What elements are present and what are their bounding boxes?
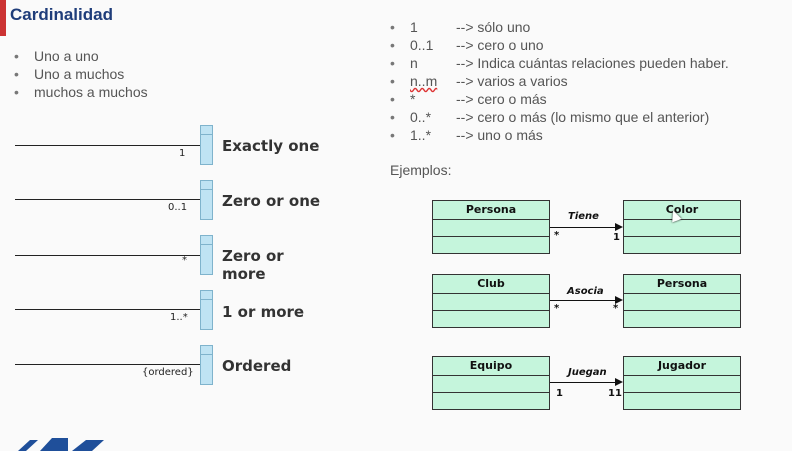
class-methods [433, 311, 549, 327]
class-methods [433, 393, 549, 409]
cardinality-row: * Zero or more [0, 235, 330, 283]
legend-item: •n--> Indica cuántas relaciones pueden h… [390, 55, 729, 71]
cardinality-label: Zero or more [222, 247, 284, 283]
multiplicity-label: 1..* [170, 312, 188, 323]
uml-class-box: Persona [623, 274, 741, 328]
association-line [15, 145, 200, 146]
uml-class-box: Club [432, 274, 550, 328]
uml-class-box: Jugador [623, 356, 741, 410]
multiplicity-label: 1 [613, 232, 620, 243]
class-attributes [624, 220, 740, 237]
class-name: Persona [624, 275, 740, 294]
class-name: Club [433, 275, 549, 294]
class-methods [624, 393, 740, 409]
class-name: Persona [433, 201, 549, 220]
uml-class-box: Persona [432, 200, 550, 254]
topic-item: •muchos a muchos [14, 84, 148, 100]
association-end-box [200, 180, 213, 220]
class-attributes [624, 294, 740, 311]
topic-item: •Uno a uno [14, 48, 99, 64]
multiplicity-label: 11 [608, 388, 622, 399]
legend-item: •1..*--> uno o más [390, 127, 543, 143]
association-line [15, 309, 200, 310]
association-end-box [200, 290, 213, 330]
association-end-box [200, 235, 213, 275]
cardinality-label: Ordered [222, 357, 292, 375]
multiplicity-label: * [554, 303, 560, 314]
class-methods [624, 237, 740, 253]
association-line [15, 199, 200, 200]
association-line [15, 364, 200, 365]
association-line [15, 255, 200, 256]
multiplicity-label: 1 [179, 148, 186, 159]
multiplicity-label: 1 [556, 388, 563, 399]
arrowhead-icon [615, 296, 623, 304]
uml-class-box: Color [623, 200, 741, 254]
association-name: Juegan [568, 367, 607, 378]
multiplicity-legend: •1--> sólo uno •0..1--> cero o uno •n-->… [390, 18, 729, 144]
legend-item: •0..1--> cero o uno [390, 37, 544, 53]
class-name: Jugador [624, 357, 740, 376]
cardinality-row: 1..* 1 or more [0, 290, 330, 330]
slide-title: Cardinalidad [10, 5, 113, 24]
topic-list: •Uno a uno •Uno a muchos •muchos a mucho… [14, 47, 148, 101]
multiplicity-label: * [554, 230, 560, 241]
title-accent-bar [0, 0, 6, 36]
cardinality-label: Zero or one [222, 192, 321, 210]
association-line [550, 227, 615, 228]
class-name: Color [624, 201, 740, 220]
class-methods [433, 237, 549, 253]
class-attributes [433, 294, 549, 311]
class-attributes [433, 220, 549, 237]
legend-item: •0..*--> cero o más (lo mismo que el ant… [390, 109, 710, 125]
arrowhead-icon [615, 223, 623, 231]
association-end-box [200, 125, 213, 165]
cardinality-row: 0..1 Zero or one [0, 180, 330, 220]
class-attributes [624, 376, 740, 393]
legend-item: •n..m--> varios a varios [390, 73, 568, 89]
multiplicity-label: 0..1 [168, 202, 188, 213]
topic-item: •Uno a muchos [14, 66, 125, 82]
legend-item: •1--> sólo uno [390, 19, 531, 35]
cardinality-label: 1 or more [222, 303, 305, 321]
association-line [550, 382, 615, 383]
association-line [550, 300, 615, 301]
multiplicity-label: * [613, 303, 619, 314]
class-methods [624, 311, 740, 327]
cardinality-label: Exactly one [222, 137, 320, 155]
cardinality-row: {ordered} Ordered [0, 345, 330, 385]
multiplicity-label: * [182, 255, 187, 266]
logo-icon [18, 438, 104, 451]
arrowhead-icon [615, 378, 623, 386]
association-name: Tiene [568, 211, 599, 222]
class-name: Equipo [433, 357, 549, 376]
association-name: Asocia [567, 286, 604, 297]
association-end-box [200, 345, 213, 385]
cardinality-row: 1 Exactly one [0, 125, 330, 165]
uml-class-box: Equipo [432, 356, 550, 410]
multiplicity-label: {ordered} [142, 367, 194, 378]
legend-item: •*--> cero o más [390, 91, 547, 107]
class-attributes [433, 376, 549, 393]
examples-label: Ejemplos: [390, 162, 452, 178]
